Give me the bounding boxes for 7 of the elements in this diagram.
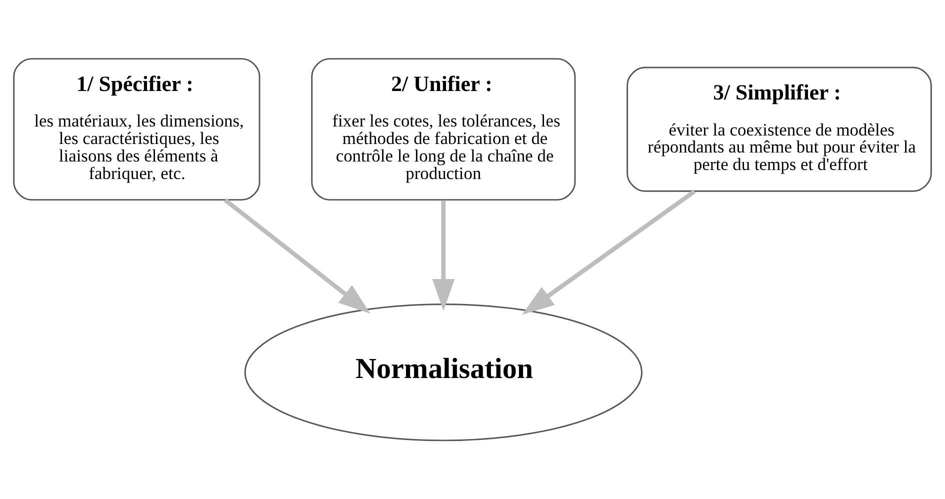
node-box: 1/ Spécifier : les matériaux, les dimensions, les caractéristiques, les liaisons des éléments à fabriquer, etc. xyxy=(13,58,260,201)
arrow xyxy=(224,198,370,314)
node-ellipse: Normalisation xyxy=(244,304,642,442)
arrow xyxy=(522,190,696,315)
arrow xyxy=(432,200,455,312)
node-box: 3/ Simplifier : éviter la coexistence de modèles répondants au même but pour éviter la perte du temps et d'effort xyxy=(626,66,932,192)
node-box: 2/ Unifier : fixer les cotes, les tolérances, les méthodes de fabrication et de contrôle le long de la chaîne de production xyxy=(311,58,576,201)
